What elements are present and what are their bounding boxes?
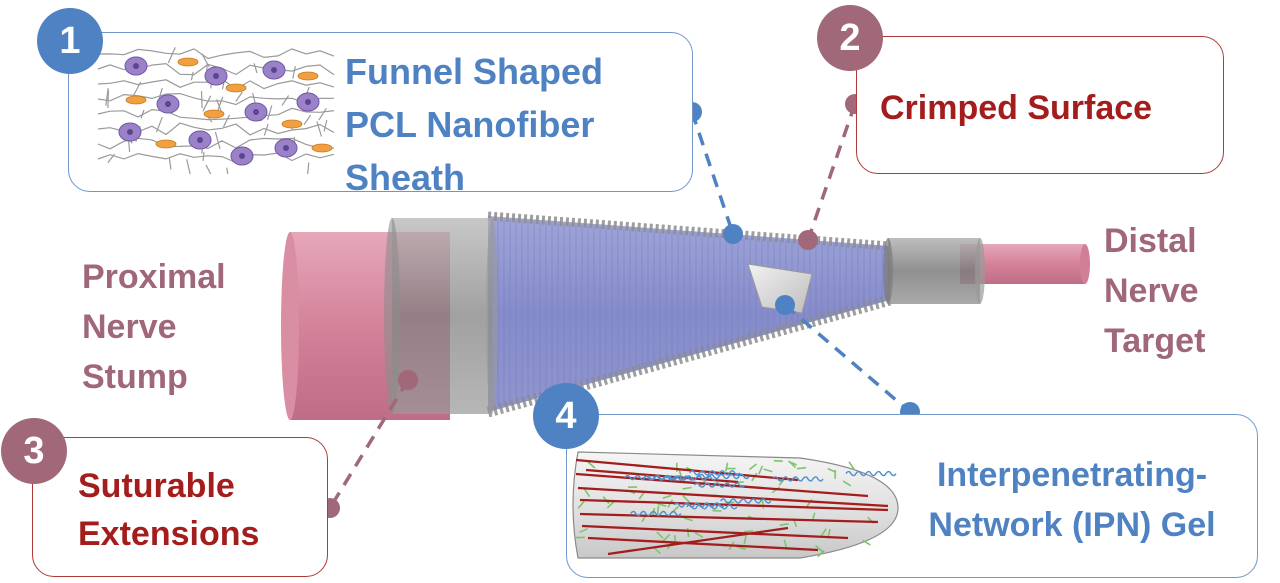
- callout-2-label: Crimped Surface: [880, 86, 1152, 130]
- callout-4-label: Interpenetrating- Network (IPN) Gel: [902, 450, 1242, 550]
- funnel-sheath: [486, 211, 892, 418]
- distal-line-1: Distal: [1104, 222, 1197, 260]
- distal-extension: [883, 238, 985, 304]
- proximal-label: Proximal Nerve Stump: [82, 252, 226, 402]
- distal-line-3: Target: [1104, 322, 1206, 360]
- callout-4-badge: 4: [533, 383, 599, 449]
- callout-4-line-2: Network (IPN) Gel: [928, 506, 1216, 544]
- ipn-gel-icon: [572, 451, 899, 559]
- callout-2-badge: 2: [817, 5, 883, 71]
- callout-1-line-1: Funnel Shaped: [345, 51, 604, 92]
- callout-3-badge: 3: [1, 418, 67, 484]
- callout-1-line-3: Sheath: [345, 157, 466, 198]
- distal-label: Distal Nerve Target: [1104, 216, 1205, 366]
- callout-2-box: [856, 36, 1224, 174]
- callout-4-line-1: Interpenetrating-: [936, 456, 1208, 494]
- callout-3-line-1: Suturable: [78, 467, 235, 505]
- callout-3-line-2: Extensions: [78, 515, 260, 553]
- proximal-line-2: Nerve: [82, 308, 177, 346]
- callout-1-line-2: PCL Nanofiber: [345, 104, 595, 145]
- nanofiber-mesh-icon: [97, 47, 335, 174]
- leader-lines: [328, 103, 912, 509]
- callout-2-line-1: Crimped Surface: [880, 89, 1153, 127]
- callout-3-box: [32, 437, 328, 577]
- proximal-line-3: Stump: [82, 358, 188, 396]
- callout-1-badge: 1: [37, 8, 103, 74]
- proximal-line-1: Proximal: [82, 258, 226, 296]
- callout-3-label: Suturable Extensions: [78, 462, 259, 558]
- gel-patch: [747, 263, 813, 314]
- distal-line-2: Nerve: [1104, 272, 1199, 310]
- callout-1-label: Funnel Shaped PCL Nanofiber Sheath: [345, 45, 603, 204]
- proximal-extension: [384, 218, 498, 414]
